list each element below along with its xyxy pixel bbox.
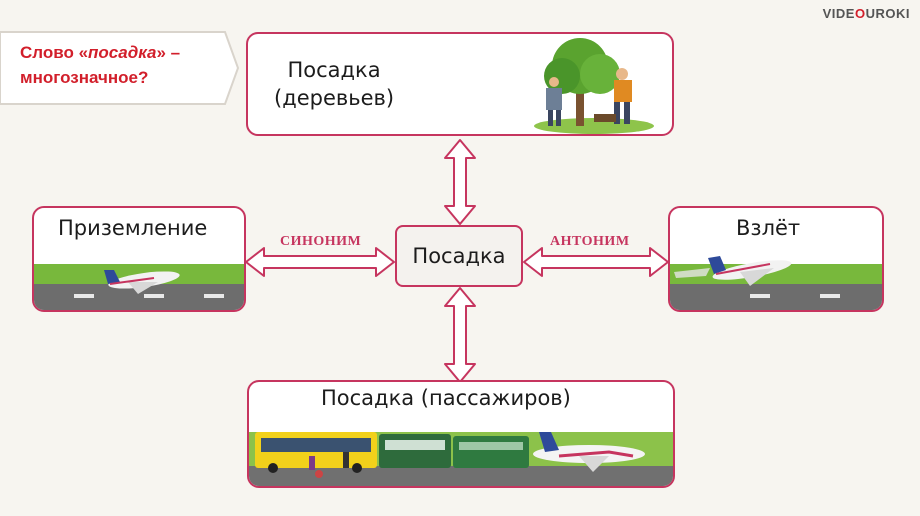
question-text: Слово «посадка» – многозначное? [20,43,181,87]
box-landing: Приземление [32,206,246,312]
landing-airplane-illustration [34,264,244,310]
box-passengers-label: Посадка (пассажиров) [321,386,571,410]
arrow-center-passengers [444,287,476,383]
box-tree-planting: Посадка(деревьев) [246,32,674,136]
arrow-center-landing [245,247,395,277]
banner-shape [0,31,240,105]
takeoff-airplane-illustration [670,256,882,310]
center-word-box: Посадка [395,225,523,287]
transport-illustration [249,432,673,486]
question-banner: Слово «посадка» – многозначное? [0,30,240,106]
videouroki-logo: VIDEOUROKI [822,6,910,21]
arrow-center-takeoff [523,247,669,277]
center-word: Посадка [412,244,506,268]
box-tree-planting-label: Посадка(деревьев) [274,58,395,110]
box-takeoff-label: Взлёт [736,216,801,240]
arrow-center-trees [444,139,476,225]
box-landing-label: Приземление [58,216,208,240]
box-passengers: Посадка (пассажиров) [247,380,675,488]
tree-planting-illustration [534,38,654,134]
box-takeoff: Взлёт [668,206,884,312]
antonym-label: АНТОНИМ [550,234,630,249]
synonym-label: СИНОНИМ [280,234,362,249]
